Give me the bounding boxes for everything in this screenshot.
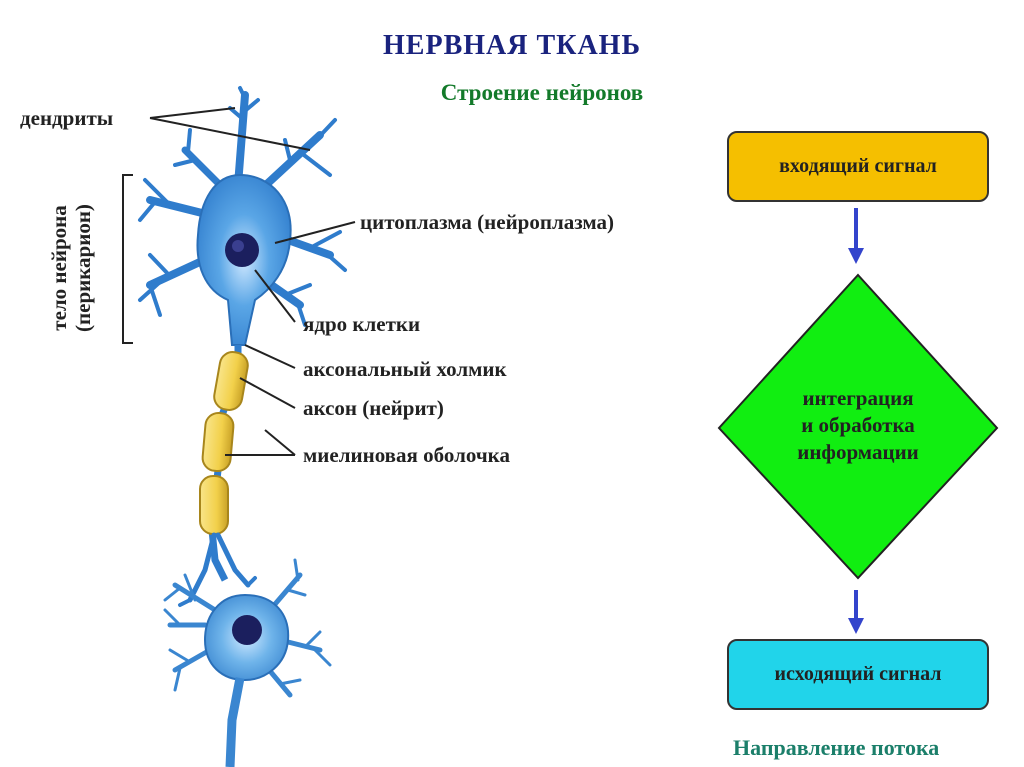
label-myelin: миелиновая оболочка <box>303 443 510 467</box>
label-neuron-body-line2: (перикарион) <box>71 204 95 332</box>
integration-diamond <box>717 273 999 580</box>
input-signal-box: входящий сигнал <box>727 131 989 202</box>
label-cytoplasm: цитоплазма (нейроплазма) <box>360 210 615 234</box>
integration-label: интеграция и обработка информации <box>738 385 978 466</box>
page-title: НЕРВНАЯ ТКАНЬ <box>383 30 641 61</box>
integration-line2: и обработка <box>801 413 915 437</box>
leader-lines <box>122 107 356 456</box>
output-signal-label: исходящий сигнал <box>774 663 942 685</box>
label-dendrites: дендриты <box>20 106 114 130</box>
myelin-segment-2 <box>201 411 235 473</box>
input-signal-label: входящий сигнал <box>779 155 937 177</box>
label-neuron-body: тело нейрона (перикарион) <box>47 182 95 354</box>
label-neuron-body-line1: тело нейрона <box>47 205 71 331</box>
label-nucleus: ядро клетки <box>303 312 421 336</box>
integration-line3: информации <box>797 440 919 464</box>
lower-nucleus <box>232 615 262 645</box>
label-axon: аксон (нейрит) <box>303 396 444 420</box>
label-axon-hillock: аксональный холмик <box>303 357 507 381</box>
myelin-segment-3 <box>199 475 229 535</box>
page-subtitle: Строение нейронов <box>440 80 644 105</box>
output-signal-box: исходящий сигнал <box>727 639 989 710</box>
flow-direction-caption: Направление потока <box>733 735 940 760</box>
integration-line1: интеграция <box>802 386 914 410</box>
flow-arrows <box>848 208 864 634</box>
myelin-segment-1 <box>213 351 249 411</box>
